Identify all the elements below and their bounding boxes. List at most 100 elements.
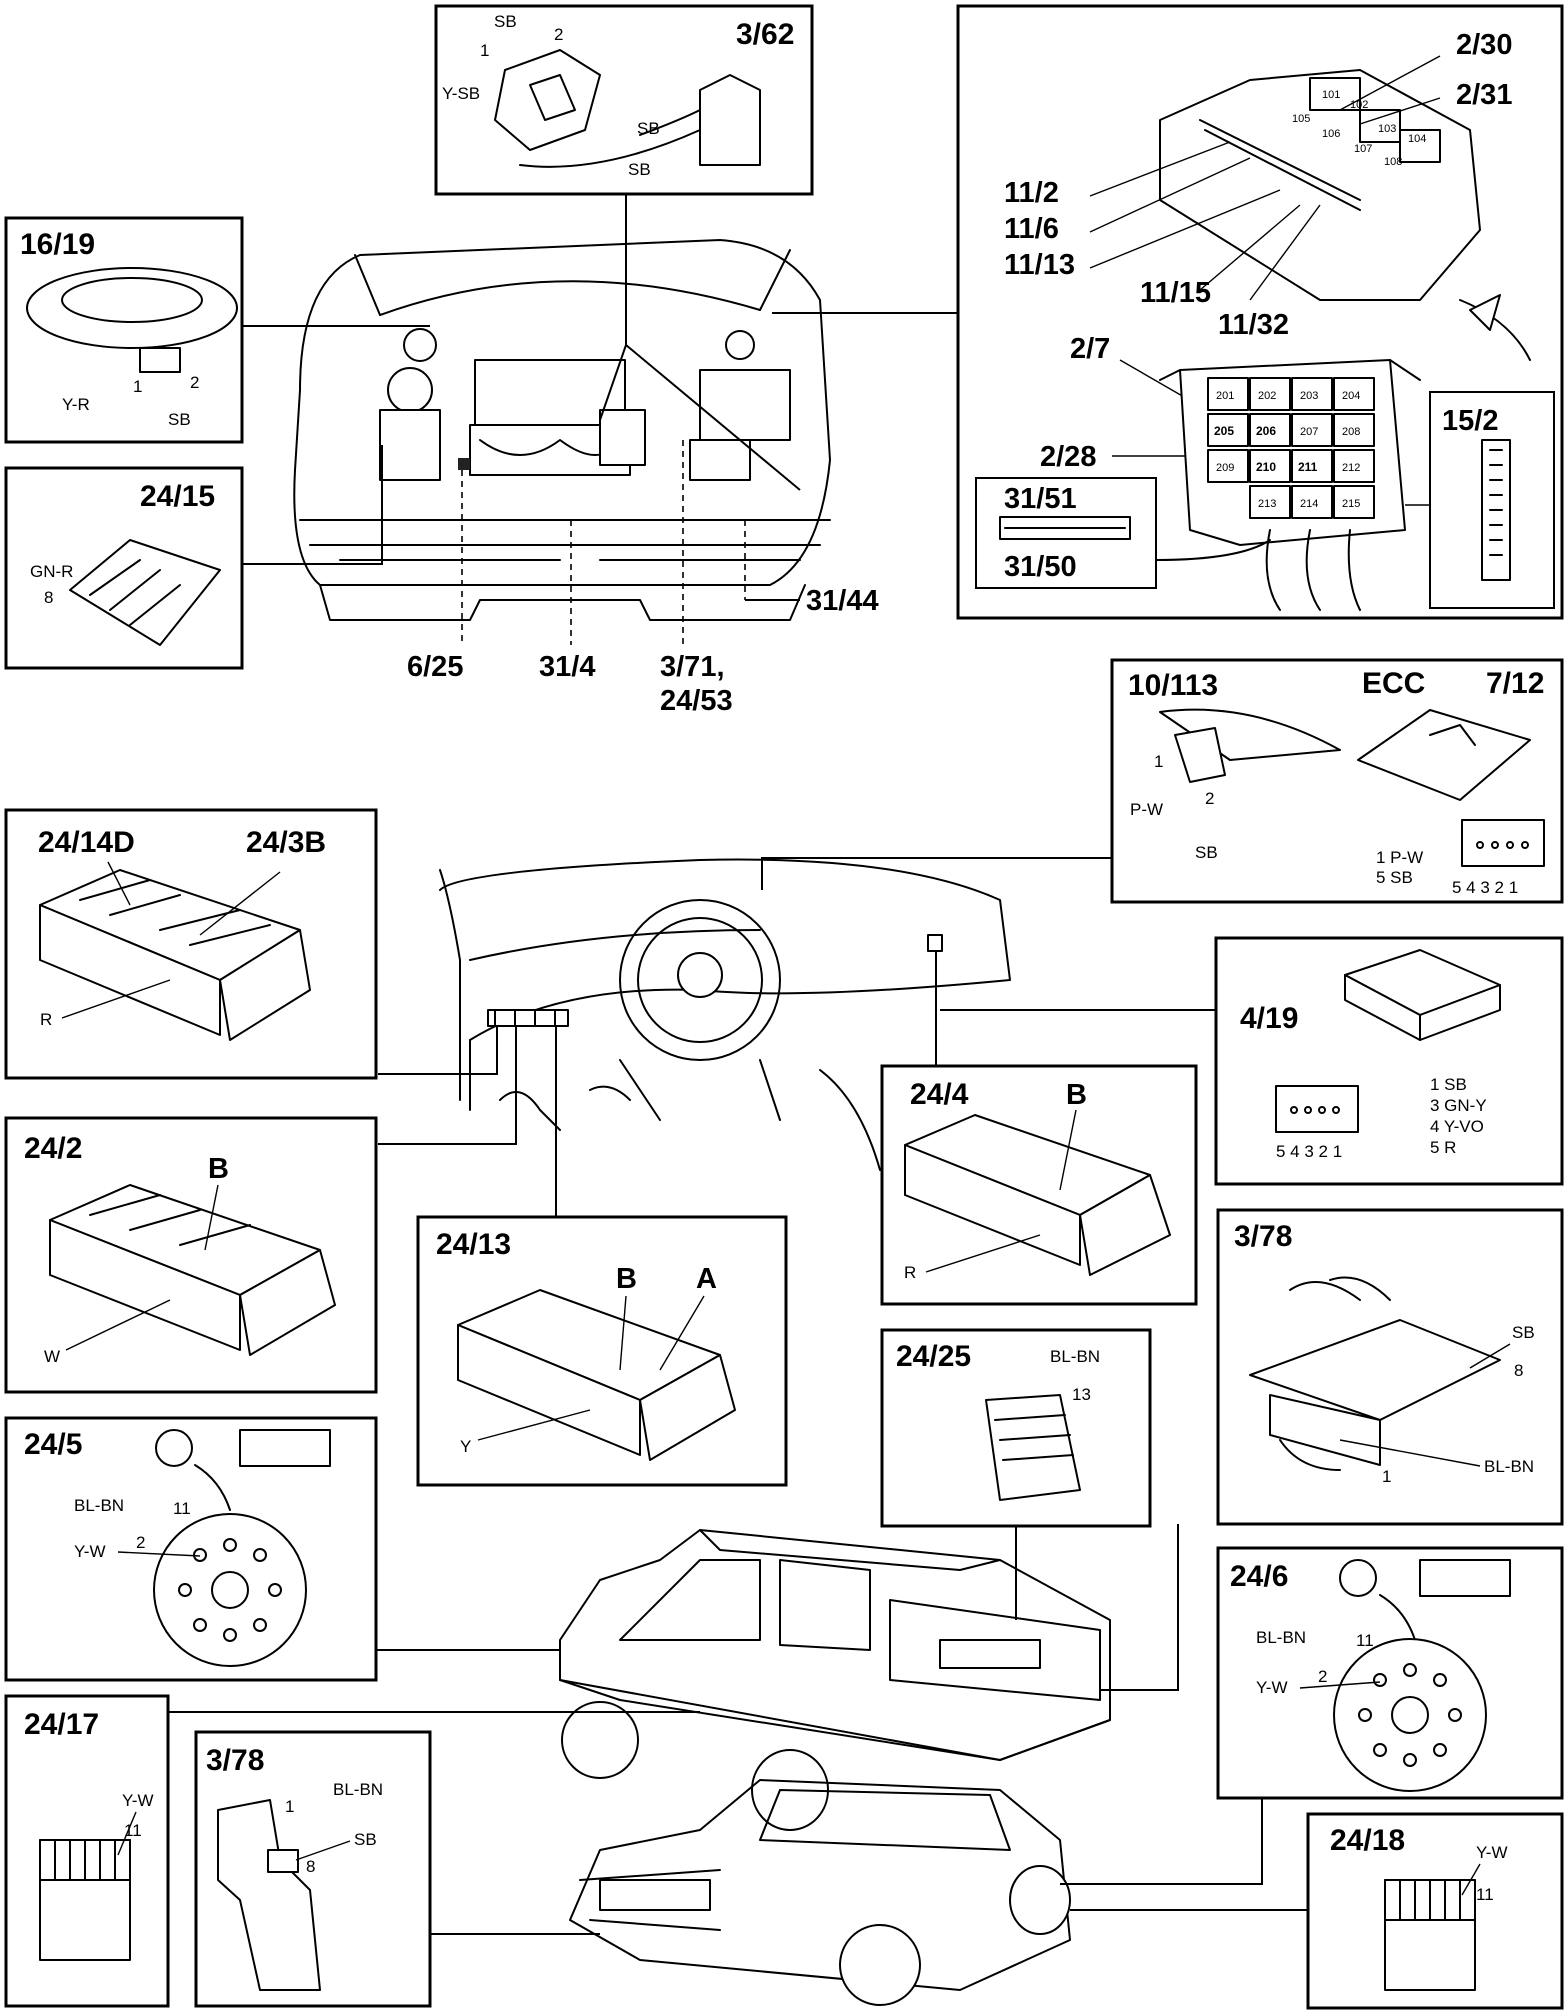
svg-text:11/2: 11/2 (1004, 177, 1059, 209)
svg-text:2/30: 2/30 (1456, 29, 1512, 61)
svg-text:8: 8 (1514, 1361, 1523, 1380)
svg-text:11/32: 11/32 (1218, 309, 1289, 341)
svg-text:203: 203 (1300, 390, 1318, 402)
svg-text:24/6: 24/6 (1230, 1560, 1288, 1593)
svg-text:101: 101 (1322, 89, 1340, 101)
svg-text:105: 105 (1292, 113, 1310, 125)
component-3-78-wagon: 3/78 SB 8 1 BL-BN (1216, 1208, 1564, 1526)
svg-text:5 SB: 5 SB (1376, 868, 1413, 887)
svg-text:210: 210 (1256, 460, 1276, 474)
svg-text:SB: SB (1512, 1323, 1535, 1342)
svg-text:2: 2 (190, 373, 199, 392)
svg-text:1 SB: 1 SB (1430, 1075, 1467, 1094)
svg-text:7/12: 7/12 (1486, 667, 1544, 700)
svg-text:2: 2 (136, 1533, 145, 1552)
svg-text:2/7: 2/7 (1070, 333, 1110, 365)
svg-text:ECC: ECC (1362, 667, 1425, 700)
dashboard-illustration (439, 858, 1011, 1171)
svg-text:R: R (904, 1263, 916, 1282)
svg-text:1: 1 (1382, 1467, 1391, 1486)
svg-text:BL-BN: BL-BN (1050, 1347, 1100, 1366)
svg-text:24/17: 24/17 (24, 1708, 99, 1741)
svg-text:11/15: 11/15 (1140, 277, 1211, 309)
svg-text:Y: Y (460, 1437, 471, 1456)
svg-text:SB: SB (354, 1830, 377, 1849)
svg-text:3/78: 3/78 (1234, 1220, 1292, 1253)
component-24-15: 24/15 GN-R 8 (4, 445, 383, 670)
svg-text:8: 8 (44, 588, 53, 607)
svg-text:11: 11 (124, 1821, 142, 1840)
component-3-62: 3/62 SB 2 1 Y-SB SB SB (434, 4, 814, 196)
component-24-2: 24/2 B W (4, 1116, 378, 1394)
svg-text:1: 1 (480, 41, 489, 60)
svg-text:Y-SB: Y-SB (442, 84, 480, 103)
svg-text:3/78: 3/78 (206, 1744, 264, 1777)
svg-text:31/50: 31/50 (1004, 551, 1077, 583)
svg-text:BL-BN: BL-BN (74, 1496, 124, 1515)
component-24-4: 24/4 B R (880, 1064, 1198, 1306)
svg-text:209: 209 (1216, 462, 1234, 474)
svg-text:A: A (696, 1263, 717, 1295)
relay-grid: 201 202 203 204 205 206 207 208 209 210 … (1207, 377, 1375, 519)
svg-text:24/25: 24/25 (896, 1340, 971, 1373)
svg-text:24/5: 24/5 (24, 1428, 82, 1461)
svg-text:104: 104 (1408, 133, 1426, 145)
svg-text:24/18: 24/18 (1330, 1824, 1405, 1857)
svg-text:2: 2 (1205, 789, 1214, 808)
svg-text:11: 11 (173, 1499, 191, 1518)
svg-text:206: 206 (1256, 424, 1276, 438)
svg-text:BL-BN: BL-BN (1484, 1457, 1534, 1476)
component-24-14d: 24/14D 24/3B R (4, 808, 378, 1080)
svg-text:SB: SB (637, 119, 660, 138)
svg-text:3 GN-Y: 3 GN-Y (1430, 1096, 1487, 1115)
svg-text:2: 2 (554, 25, 563, 44)
component-4-19: 4/19 5 4 3 2 1 1 SB 3 GN-Y 4 Y-VO 5 R (1214, 936, 1564, 1186)
svg-text:2/31: 2/31 (1456, 79, 1512, 111)
svg-text:11: 11 (1356, 1631, 1374, 1650)
svg-text:208: 208 (1342, 426, 1360, 438)
svg-text:SB: SB (1195, 843, 1218, 862)
svg-text:11: 11 (1476, 1885, 1494, 1904)
component-24-18: 24/18 Y-W 11 (1306, 1812, 1564, 2010)
svg-text:5 R: 5 R (1430, 1138, 1456, 1157)
svg-text:GN-R: GN-R (30, 562, 73, 581)
svg-text:24/13: 24/13 (436, 1228, 511, 1261)
svg-text:BL-BN: BL-BN (333, 1780, 383, 1799)
svg-text:Y-W: Y-W (1476, 1843, 1508, 1862)
svg-text:B: B (1066, 1079, 1087, 1111)
svg-text:4/19: 4/19 (1240, 1002, 1298, 1035)
svg-text:24/2: 24/2 (24, 1132, 82, 1165)
svg-text:214: 214 (1300, 498, 1318, 510)
svg-text:2/28: 2/28 (1040, 441, 1096, 473)
svg-text:108: 108 (1384, 156, 1402, 168)
engine-bay-callouts: 6/25 31/4 3/71, 24/53 31/44 (407, 195, 879, 717)
svg-text:211: 211 (1298, 460, 1318, 474)
svg-text:213: 213 (1258, 498, 1276, 510)
component-3-62-title: 3/62 (736, 18, 794, 51)
svg-text:2: 2 (1318, 1667, 1327, 1686)
svg-text:204: 204 (1342, 390, 1360, 402)
svg-text:13: 13 (1072, 1385, 1091, 1404)
svg-text:202: 202 (1258, 390, 1276, 402)
central-electrical-unit: 101 102 103 104 105 106 107 108 2/30 2/3… (772, 4, 1564, 620)
svg-text:207: 207 (1300, 426, 1318, 438)
label-31-44: 31/44 (806, 585, 879, 617)
component-10-113: 10/113 ECC 7/12 1 2 P-W SB 1 P-W 5 SB 5 … (1110, 658, 1564, 904)
svg-text:10/113: 10/113 (1128, 669, 1218, 702)
svg-text:16/19: 16/19 (20, 228, 95, 261)
svg-text:31/51: 31/51 (1004, 483, 1077, 515)
svg-text:P-W: P-W (1130, 800, 1163, 819)
svg-text:R: R (40, 1010, 52, 1029)
svg-text:1: 1 (133, 377, 142, 396)
component-24-17: 24/17 Y-W 11 (4, 1694, 170, 2008)
svg-text:24/3B: 24/3B (246, 826, 326, 859)
svg-text:5 4 3 2 1: 5 4 3 2 1 (1276, 1142, 1342, 1161)
svg-text:1 P-W: 1 P-W (1376, 848, 1423, 867)
svg-text:11/6: 11/6 (1004, 213, 1059, 245)
svg-text:215: 215 (1342, 498, 1360, 510)
engine-bay-illustration (293, 239, 831, 621)
svg-text:5 4 3 2 1: 5 4 3 2 1 (1452, 878, 1518, 897)
estate-car-illustration (559, 1529, 1111, 1831)
svg-text:4 Y-VO: 4 Y-VO (1430, 1117, 1484, 1136)
